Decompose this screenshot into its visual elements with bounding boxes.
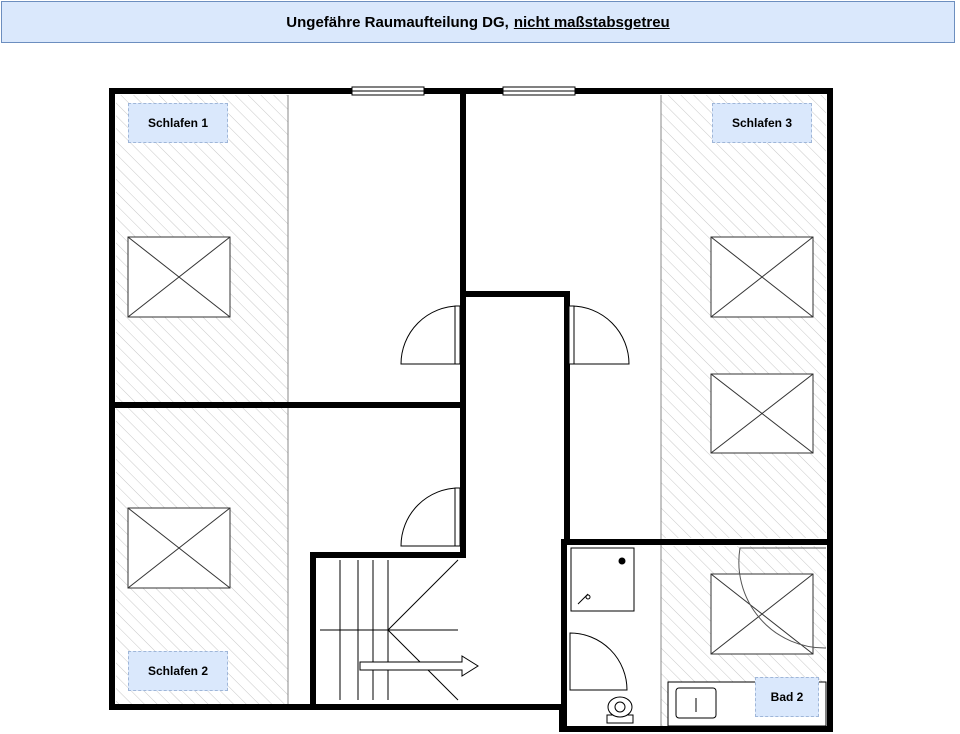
room-label-schlafen1: Schlafen 1 [128, 103, 228, 143]
skylight-bad2 [710, 573, 814, 655]
room-label-bad2: Bad 2 [755, 677, 819, 717]
skylight-schlafen2 [127, 507, 231, 589]
toilet [606, 696, 634, 724]
skylight-schlafen3-upper [710, 236, 814, 318]
stair-direction-arrow [359, 655, 479, 677]
room-label-schlafen3: Schlafen 3 [712, 103, 812, 143]
door-schlafen2 [400, 487, 461, 547]
door-schlafen3 [568, 305, 630, 365]
bath-swing-arc [738, 547, 827, 649]
plan-title-underlined: nicht maßstabsgetreu [513, 13, 670, 31]
staircase [320, 559, 459, 701]
door-schlafen1 [400, 305, 461, 365]
skylight-schlafen3-lower [710, 373, 814, 454]
plan-title-main: Ungefähre Raumaufteilung DG, [286, 13, 509, 31]
room-label-schlafen2: Schlafen 2 [128, 651, 228, 691]
door-bad-inner [569, 632, 628, 691]
skylight-schlafen1 [127, 236, 231, 318]
shower-tray [570, 547, 635, 612]
plan-title: Ungefähre Raumaufteilung DG, nicht maßst… [1, 1, 955, 43]
